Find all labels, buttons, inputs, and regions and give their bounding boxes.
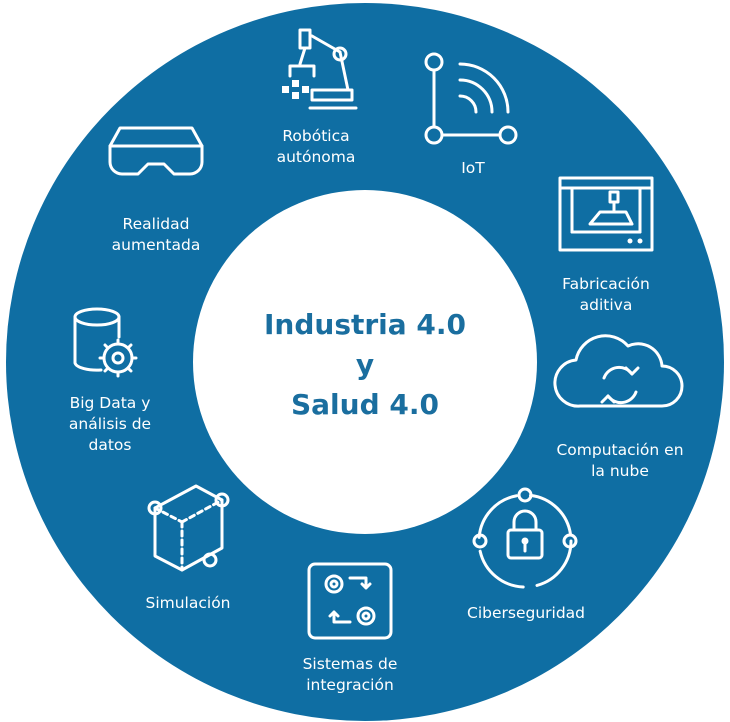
center-title-line1: Industria 4.0 — [263, 308, 467, 341]
3d-printer-icon — [558, 176, 654, 252]
gears-exchange-icon — [307, 562, 393, 640]
label-ciberseguridad: Ciberseguridad — [466, 604, 586, 622]
center-title-line2: y — [355, 348, 375, 381]
database-gear-icon — [73, 307, 138, 378]
cloud-sync-icon — [553, 334, 684, 408]
ar-goggles-icon — [108, 126, 204, 176]
label-fabricacion: Fabricación aditiva — [562, 275, 650, 314]
center-title-line3: Salud 4.0 — [291, 388, 439, 421]
label-simulacion: Simulación — [145, 594, 231, 612]
label-nube: Computación en la nube — [556, 441, 684, 480]
label-bigdata: Big Data y análisis de datos — [68, 394, 152, 454]
center-title: Industria 4.0 y Salud 4.0 — [264, 305, 466, 425]
label-iot: IoT — [461, 159, 485, 177]
iot-network-icon — [424, 52, 518, 145]
3d-cube-icon — [147, 484, 230, 572]
padlock-cycle-icon — [472, 487, 578, 589]
label-sistemas: Sistemas de integración — [302, 655, 398, 694]
inner-circle — [193, 190, 537, 534]
robot-arm-icon — [282, 28, 358, 110]
label-realidad: Realidad aumentada — [111, 215, 201, 254]
label-robotica: Robótica autónoma — [276, 127, 356, 166]
